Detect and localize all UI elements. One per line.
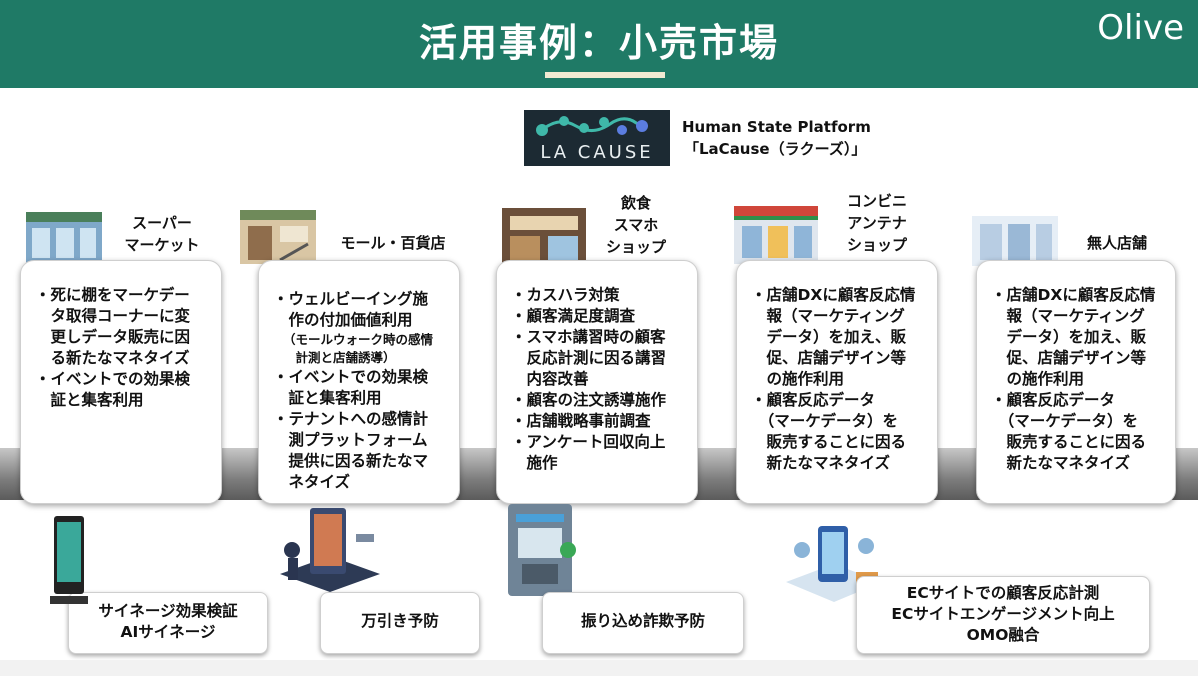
list-item: ・店舗戦略事前調査 xyxy=(511,412,651,430)
list-item: ・顧客反応データ xyxy=(751,391,876,409)
header-bar: 活用事例：小売市場 Olive xyxy=(0,0,1198,88)
supermarket-icon xyxy=(26,212,102,264)
list-item: ・イベントでの効果検 xyxy=(273,368,429,386)
lacause-logo: LA CAUSE xyxy=(524,110,670,166)
list-item: ネタイズ xyxy=(273,473,351,491)
ecommerce-icon xyxy=(786,526,882,602)
list-item: （マーケデータ）を xyxy=(751,412,898,430)
list-item: る新たなマネタイズ xyxy=(35,349,190,367)
platform-product-name: 「LaCause（ラクーズ）」 xyxy=(684,140,867,158)
category-card-food-phone: ・カスハラ対策 ・顧客満足度調査 ・スマホ講習時の顧客 反応計測に因る講習 内容… xyxy=(496,260,698,504)
unmanned-store-icon xyxy=(972,216,1058,266)
list-item: ・店舗DXに顧客反応情 xyxy=(751,286,916,304)
platform-name: Human State Platform xyxy=(682,118,871,136)
list-item: タ取得コーナーに変 xyxy=(35,307,191,325)
list-item: の施作利用 xyxy=(751,370,845,388)
category-label-supermarket: スーパー マーケット xyxy=(124,214,200,254)
convenience-store-icon xyxy=(734,206,818,264)
category-card-convenience: ・店舗DXに顧客反応情 報（マーケティング データ）を加え、販 促、店舗デザイン… xyxy=(736,260,938,504)
list-item: ・カスハラ対策 xyxy=(511,286,620,304)
category-card-unmanned: ・店舗DXに顧客反応情 報（マーケティング データ）を加え、販 促、店舗デザイン… xyxy=(976,260,1176,504)
brand-logo: Olive xyxy=(1097,8,1184,48)
list-item: 報（マーケティング xyxy=(751,307,905,325)
list-item: 新たなマネタイズ xyxy=(751,454,891,472)
list-item: 測プラットフォーム xyxy=(273,431,428,449)
logo-wordmark: LA CAUSE xyxy=(540,142,654,163)
list-item: ・ウェルビーイング施 xyxy=(273,290,429,308)
category-card-mall: ・ウェルビーイング施 作の付加価値利用 （モールウォーク時の感情 計測と店舗誘導… xyxy=(258,260,460,504)
case-box-fraud-prevention: 振り込め詐欺予防 xyxy=(542,592,744,654)
list-item: 報（マーケティング xyxy=(991,307,1145,325)
list-item: 販売することに因る xyxy=(991,433,1147,451)
atm-icon xyxy=(508,504,576,596)
list-item: データ）を加え、販 xyxy=(751,328,907,346)
list-item: の施作利用 xyxy=(991,370,1085,388)
case-box-shoplifting: 万引き予防 xyxy=(320,592,480,654)
list-item-note: 計測と店舗誘導） xyxy=(283,350,396,365)
list-item: 販売することに因る xyxy=(751,433,907,451)
list-item: 施作 xyxy=(511,454,558,472)
list-item: 証と集客利用 xyxy=(273,389,382,407)
list-item: 内容改善 xyxy=(511,370,589,388)
list-item: ・テナントへの感情計 xyxy=(273,410,429,428)
cafe-shop-icon xyxy=(502,208,586,264)
list-item: 証と集客利用 xyxy=(35,391,144,409)
category-card-supermarket: ・死に棚をマーケデー タ取得コーナーに変 更しデータ販売に因 る新たなマネタイズ… xyxy=(20,260,222,504)
list-item: 提供に因る新たなマ xyxy=(273,452,429,470)
molecule-icon xyxy=(536,116,648,136)
category-label-convenience: コンビニ アンテナ ショップ xyxy=(846,192,907,254)
list-item: ・顧客反応データ xyxy=(991,391,1116,409)
category-label-food-phone: 飲食 スマホ ショップ xyxy=(605,194,666,256)
footer-strip xyxy=(0,660,1198,676)
mall-icon xyxy=(240,210,316,264)
list-item: （マーケデータ）を xyxy=(991,412,1138,430)
list-item: 反応計測に因る講習 xyxy=(511,349,667,367)
security-camera-icon xyxy=(280,508,380,592)
page-title: 活用事例：小売市場 xyxy=(418,21,779,65)
list-item: ・死に棚をマーケデー xyxy=(35,286,190,304)
list-item: ・店舗DXに顧客反応情 xyxy=(991,286,1156,304)
case-box-ecommerce: ECサイトでの顧客反応計測 ECサイトエンゲージメント向上 OMO融合 xyxy=(856,576,1150,654)
case-box-signage: サイネージ効果検証 AIサイネージ xyxy=(68,592,268,654)
list-item: ・顧客満足度調査 xyxy=(511,307,636,325)
list-item-note: （モールウォーク時の感情 xyxy=(283,332,434,347)
category-label-mall: モール・百貨店 xyxy=(340,234,446,252)
signage-kiosk-icon xyxy=(50,516,88,604)
list-item: 促、店舗デザイン等 xyxy=(991,349,1147,367)
list-item: ・スマホ講習時の顧客 xyxy=(511,328,666,346)
list-item: 新たなマネタイズ xyxy=(991,454,1131,472)
list-item: ・顧客の注文誘導施作 xyxy=(511,391,667,409)
title-underline xyxy=(545,72,665,78)
list-item: データ）を加え、販 xyxy=(991,328,1147,346)
list-item: ・イベントでの効果検 xyxy=(35,370,191,388)
list-item: 促、店舗デザイン等 xyxy=(751,349,907,367)
list-item: 作の付加価値利用 xyxy=(273,311,413,329)
list-item: 更しデータ販売に因 xyxy=(35,328,191,346)
category-label-unmanned: 無人店舗 xyxy=(1086,234,1147,252)
list-item: ・アンケート回収向上 xyxy=(511,433,666,451)
